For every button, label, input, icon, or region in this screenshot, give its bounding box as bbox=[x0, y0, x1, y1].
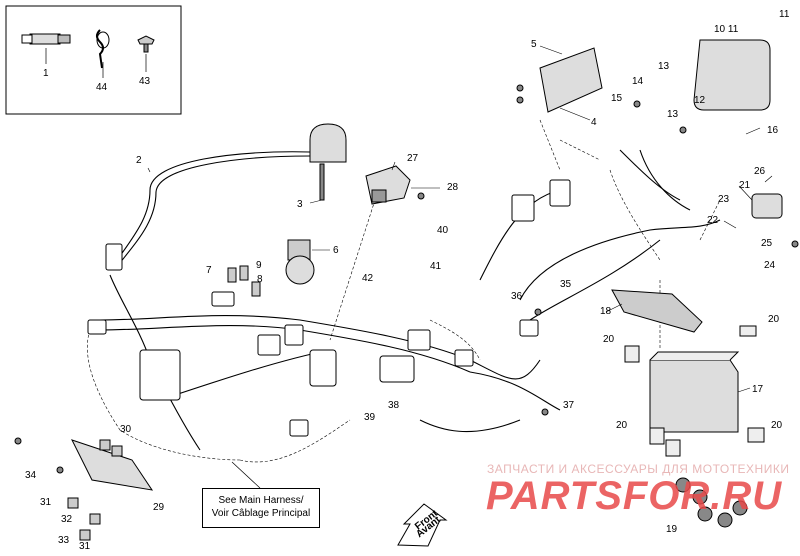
fuses bbox=[227, 265, 261, 297]
part-number-41: 41 bbox=[430, 261, 442, 272]
part-number-43: 43 bbox=[139, 76, 151, 87]
part-number-12: 12 bbox=[694, 95, 706, 106]
dielectric-grease-tube bbox=[21, 33, 71, 45]
part-number-20-c: 20 bbox=[616, 420, 628, 431]
watermark-logo: PARTSFOR.RU bbox=[486, 474, 783, 518]
cable-tie bbox=[96, 29, 110, 69]
part-number-36: 36 bbox=[511, 291, 523, 302]
part-number-15: 15 bbox=[611, 93, 623, 104]
part-number-20-d: 20 bbox=[771, 420, 783, 431]
push-rivet bbox=[137, 35, 155, 53]
part-number-19: 19 bbox=[666, 524, 678, 535]
part-number-13-upper: 13 bbox=[658, 61, 670, 72]
battery-pads bbox=[624, 325, 765, 457]
callout-line-fr: Voir Câblage Principal bbox=[211, 508, 311, 519]
part-number-28: 28 bbox=[447, 182, 459, 193]
part-number-33: 33 bbox=[58, 535, 70, 546]
rubber-grommets bbox=[675, 477, 748, 528]
part-number-42: 42 bbox=[362, 273, 374, 284]
voltage-regulator-switch bbox=[309, 123, 347, 201]
part-number-39: 39 bbox=[364, 412, 376, 423]
part-number-26: 26 bbox=[754, 166, 766, 177]
part-number-23: 23 bbox=[718, 194, 730, 205]
battery bbox=[649, 351, 740, 433]
part-number-10-11: 10 11 bbox=[714, 24, 739, 35]
tail-light bbox=[693, 39, 771, 111]
part-number-44: 44 bbox=[96, 82, 108, 93]
part-number-3: 3 bbox=[297, 199, 303, 210]
part-number-4: 4 bbox=[591, 117, 597, 128]
part-number-35: 35 bbox=[560, 279, 572, 290]
part-number-7: 7 bbox=[206, 265, 212, 276]
part-number-16: 16 bbox=[767, 125, 779, 136]
part-number-2: 2 bbox=[136, 155, 142, 166]
callout-pointer bbox=[231, 461, 261, 489]
part-number-27: 27 bbox=[407, 153, 419, 164]
battery-holder bbox=[611, 289, 703, 333]
part-number-21: 21 bbox=[739, 180, 751, 191]
part-number-29: 29 bbox=[153, 502, 165, 513]
cdi-module bbox=[539, 47, 603, 113]
part-number-32: 32 bbox=[61, 514, 73, 525]
ignition-switch bbox=[285, 239, 315, 285]
part-number-31-upper: 31 bbox=[40, 497, 52, 508]
part-number-14: 14 bbox=[632, 76, 644, 87]
bolts bbox=[14, 84, 799, 474]
part-number-40: 40 bbox=[437, 225, 449, 236]
watermark-tagline: ЗАПЧАСТИ И АКСЕССУАРЫ ДЛЯ МОТОТЕХНИКИ bbox=[487, 462, 790, 476]
part-number-34: 34 bbox=[25, 470, 37, 481]
part-number-5: 5 bbox=[531, 39, 537, 50]
relay-bracket bbox=[365, 165, 411, 205]
part-number-18: 18 bbox=[600, 306, 612, 317]
part-number-38: 38 bbox=[388, 400, 400, 411]
part-number-leaders bbox=[147, 45, 773, 393]
connector-blocks bbox=[87, 179, 571, 437]
dashed-leader-lines bbox=[87, 119, 721, 463]
part-number-22: 22 bbox=[707, 215, 719, 226]
see-main-harness-callout: See Main Harness/ Voir Câblage Principal bbox=[202, 488, 320, 528]
part-number-20-a: 20 bbox=[768, 314, 780, 325]
parts-kit-box bbox=[5, 5, 182, 115]
callout-line-en: See Main Harness/ bbox=[218, 495, 304, 506]
part-number-30: 30 bbox=[120, 424, 132, 435]
part-number-17: 17 bbox=[752, 384, 764, 395]
part-number-9: 9 bbox=[256, 260, 262, 271]
small-connectors bbox=[67, 439, 123, 541]
part-number-11: 11 bbox=[779, 9, 790, 20]
part-number-13-lower: 13 bbox=[667, 109, 679, 120]
part-number-20-b: 20 bbox=[603, 334, 615, 345]
part-number-24: 24 bbox=[764, 260, 776, 271]
part-number-31-lower: 31 bbox=[79, 541, 91, 552]
front-direction-arrow: Front Avant bbox=[397, 503, 448, 547]
part-number-1: 1 bbox=[43, 68, 49, 79]
part-number-8: 8 bbox=[257, 274, 263, 285]
part-number-37: 37 bbox=[563, 400, 575, 411]
part-number-25: 25 bbox=[761, 238, 773, 249]
part-number-6: 6 bbox=[333, 245, 339, 256]
starter-solenoid bbox=[751, 193, 783, 219]
